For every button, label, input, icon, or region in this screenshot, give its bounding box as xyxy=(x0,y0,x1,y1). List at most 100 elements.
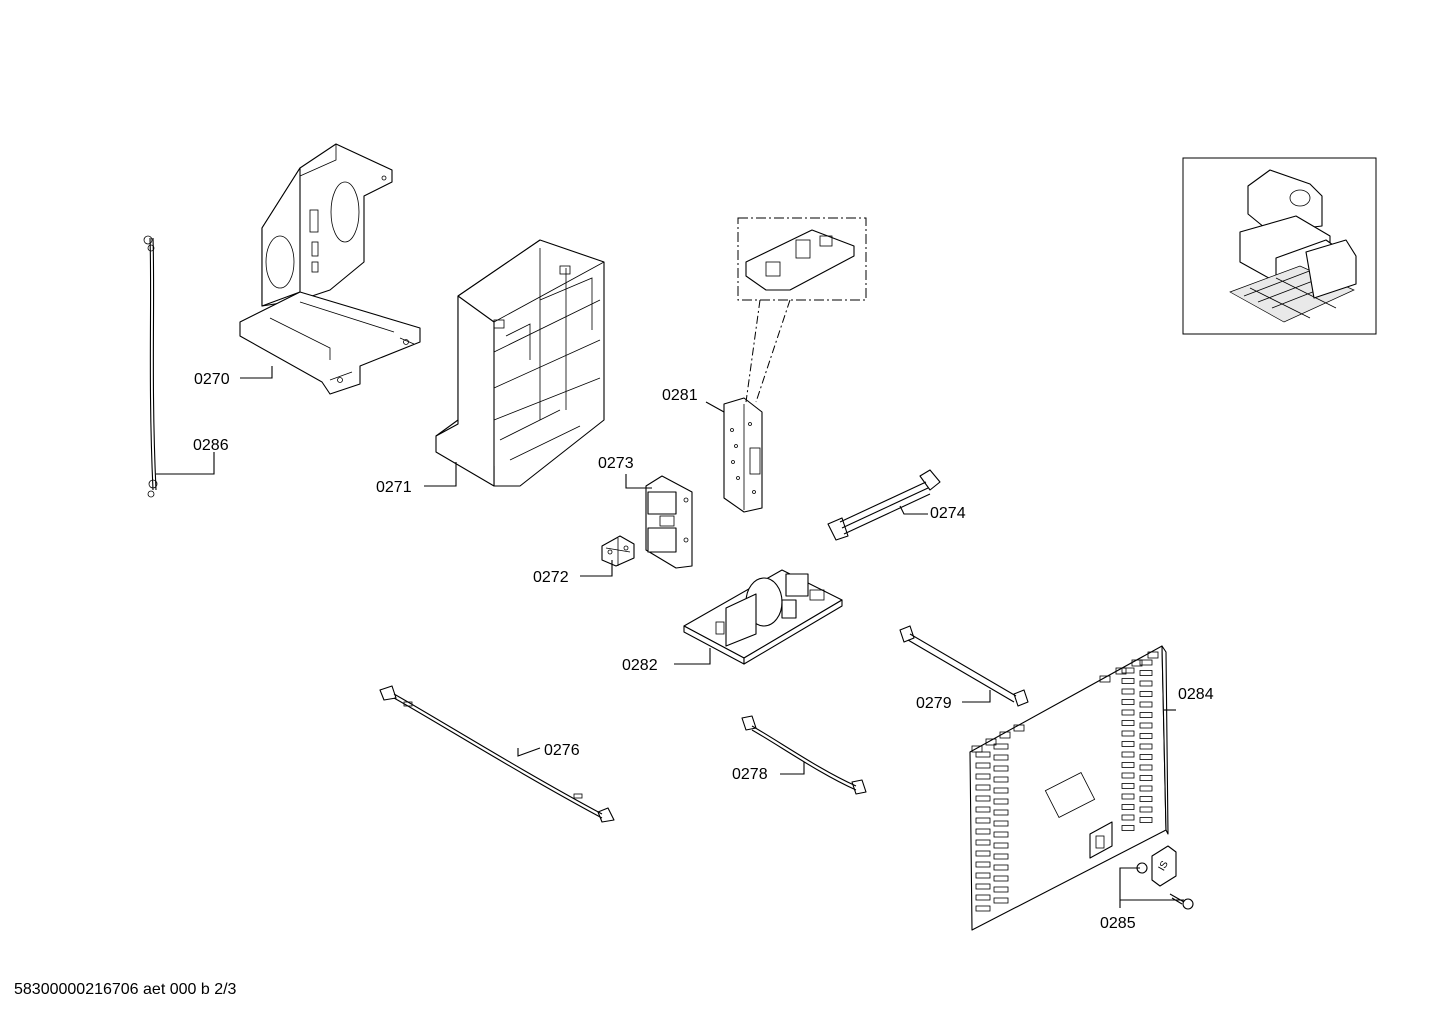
grille-vent-slot xyxy=(1121,678,1135,684)
grille-vent-slot xyxy=(975,839,991,846)
grille-vent-slot xyxy=(993,820,1009,827)
grille-vent-slot xyxy=(1121,825,1135,831)
grille-vent-slot xyxy=(975,872,991,879)
grille-vent-slot xyxy=(993,842,1009,849)
label-0281[interactable]: 0281 xyxy=(662,387,698,404)
grille-vent-slot xyxy=(1139,701,1153,708)
grille-vent-slot xyxy=(993,776,1009,783)
document-code: 58300000216706 aet 000 b 2/3 xyxy=(14,981,237,998)
grille-vent-slot xyxy=(993,864,1009,871)
grille-vent-slot xyxy=(993,809,1009,816)
grille-vent-slot xyxy=(1139,743,1153,750)
grille-vent-slot xyxy=(1139,733,1153,739)
part-0271-housing-frame[interactable] xyxy=(435,239,605,487)
grille-vent-slot xyxy=(1121,720,1135,726)
label-0272[interactable]: 0272 xyxy=(533,569,569,586)
grille-vent-slot xyxy=(993,875,1009,882)
grille-vent-slot xyxy=(1139,796,1153,802)
part-0278-short-wire[interactable] xyxy=(741,715,867,795)
grille-vent-slot xyxy=(1139,806,1153,813)
label-0276[interactable]: 0276 xyxy=(544,742,580,759)
grille-vent-slot xyxy=(993,897,1009,904)
label-0282[interactable]: 0282 xyxy=(622,657,658,674)
label-0273[interactable]: 0273 xyxy=(598,455,634,472)
label-0278[interactable]: 0278 xyxy=(732,766,768,783)
grille-vent-slot xyxy=(971,745,983,753)
grille-vent-slot xyxy=(975,784,991,791)
grille-vent-slot xyxy=(1121,751,1135,758)
grille-vent-slot xyxy=(993,787,1009,794)
label-0285[interactable]: 0285 xyxy=(1100,915,1136,932)
grille-vent-slot xyxy=(975,751,991,758)
grille-vent-slot xyxy=(1121,741,1135,747)
grille-vent-slot xyxy=(999,731,1011,739)
grille-vent-slot xyxy=(1121,688,1135,695)
grille-vent-slot xyxy=(975,861,991,868)
grille-vent-slot xyxy=(1139,712,1153,718)
grille-vent-slot xyxy=(975,883,991,890)
overview-thumbnail xyxy=(1182,157,1377,335)
part-0274-ribbon-cable[interactable] xyxy=(827,469,941,541)
grille-vent-slot xyxy=(993,798,1009,805)
label-0286[interactable]: 0286 xyxy=(193,437,229,454)
grille-vent-slot xyxy=(1121,793,1135,800)
grille-vent-slot xyxy=(975,817,991,824)
part-0284-grille-panel[interactable] xyxy=(969,645,1169,931)
part-0285-clip-and-screw[interactable]: IS xyxy=(1136,845,1194,910)
part-0272-clip[interactable] xyxy=(601,535,635,567)
grille-vent-slot xyxy=(1013,724,1025,732)
grille-vent-slot xyxy=(1139,754,1153,760)
label-0271[interactable]: 0271 xyxy=(376,479,412,496)
grille-vent-slot xyxy=(975,828,991,835)
grille-vent-slot xyxy=(1121,772,1135,779)
grille-vent-slot xyxy=(1139,691,1153,697)
grille-vent-slot xyxy=(975,795,991,802)
grille-vent-slot xyxy=(993,743,1009,750)
part-0282-power-board[interactable] xyxy=(683,569,843,665)
grille-vent-slot xyxy=(975,806,991,813)
part-0286-wire[interactable] xyxy=(143,235,158,498)
grille-vent-slot xyxy=(975,850,991,857)
grille-vent-slot xyxy=(1121,730,1135,737)
grille-vent-slot xyxy=(1121,699,1135,705)
grille-vent-slot xyxy=(975,905,991,912)
grille-vent-slot xyxy=(1139,680,1153,687)
grille-vent-slot xyxy=(1115,667,1127,675)
grille-vent-slot xyxy=(993,831,1009,838)
grille-vent-slot xyxy=(1121,814,1135,821)
grille-vent-slot xyxy=(1121,667,1135,674)
grille-vent-slot xyxy=(1121,762,1135,768)
part-0279-cable[interactable] xyxy=(899,625,1029,707)
grille-vent-slot xyxy=(975,773,991,780)
grille-vent-slot xyxy=(1139,785,1153,792)
grille-vent-slot xyxy=(993,853,1009,860)
grille-vent-slot xyxy=(985,738,997,746)
part-0273-relay-board[interactable] xyxy=(645,475,693,569)
grille-vent-slot xyxy=(1139,817,1153,823)
part-0281-control-board[interactable] xyxy=(723,217,867,513)
label-0270[interactable]: 0270 xyxy=(194,371,230,388)
leader-lines xyxy=(156,366,1184,908)
part-labels: 0270 0271 0272 0273 0274 0276 0278 0279 … xyxy=(193,371,1214,932)
grille-vent-slot xyxy=(1139,670,1153,676)
grille-vent-slot xyxy=(975,894,991,901)
grille-vent-slot xyxy=(1121,783,1135,789)
part-0276-long-wire[interactable] xyxy=(379,685,615,823)
grille-vent-slot xyxy=(1139,764,1153,771)
grille-vent-slot xyxy=(1121,709,1135,716)
grille-vent-slot xyxy=(993,886,1009,893)
label-0284[interactable]: 0284 xyxy=(1178,686,1214,703)
grille-vent-slot xyxy=(1139,775,1153,781)
grille-vent-slot xyxy=(993,754,1009,761)
grille-vent-slot xyxy=(1099,675,1111,683)
label-0274[interactable]: 0274 xyxy=(930,505,966,522)
part-0270-bracket[interactable] xyxy=(239,143,421,395)
grille-vent-slot xyxy=(993,765,1009,772)
grille-vent-slot xyxy=(1147,651,1159,659)
grille-vent-slot xyxy=(1139,659,1153,666)
label-0279[interactable]: 0279 xyxy=(916,695,952,712)
grille-vent-slot xyxy=(975,762,991,769)
grille-vent-slot xyxy=(1121,804,1135,810)
grille-vent-slot xyxy=(1131,659,1143,667)
